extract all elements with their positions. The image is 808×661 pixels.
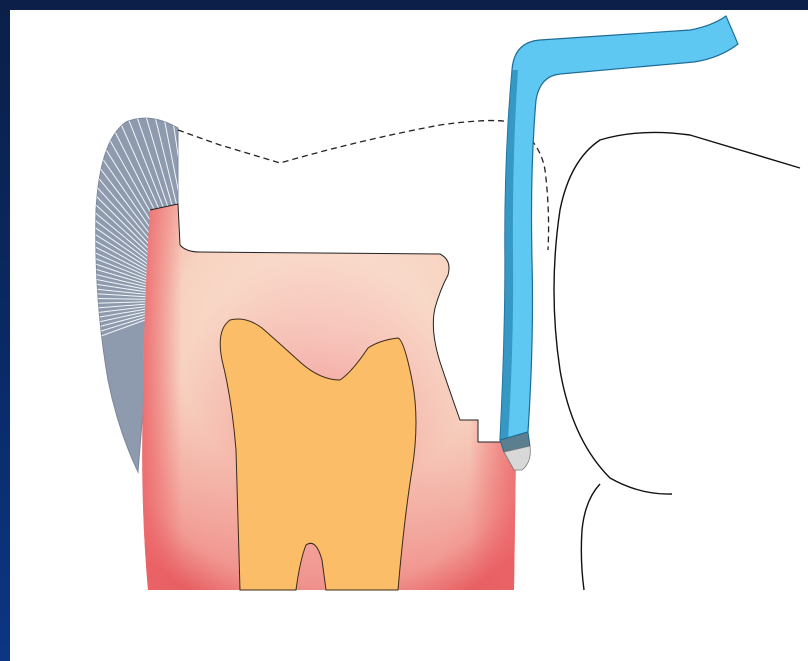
- adjacent-tooth-outline: [514, 132, 800, 590]
- dental-instrument[interactable]: [500, 16, 738, 470]
- enamel-hatch-line: [179, 101, 195, 250]
- original-contour-dashed-line: [178, 121, 549, 250]
- tooth-preparation-diagram: [10, 10, 808, 661]
- diagram-panel: [10, 10, 808, 661]
